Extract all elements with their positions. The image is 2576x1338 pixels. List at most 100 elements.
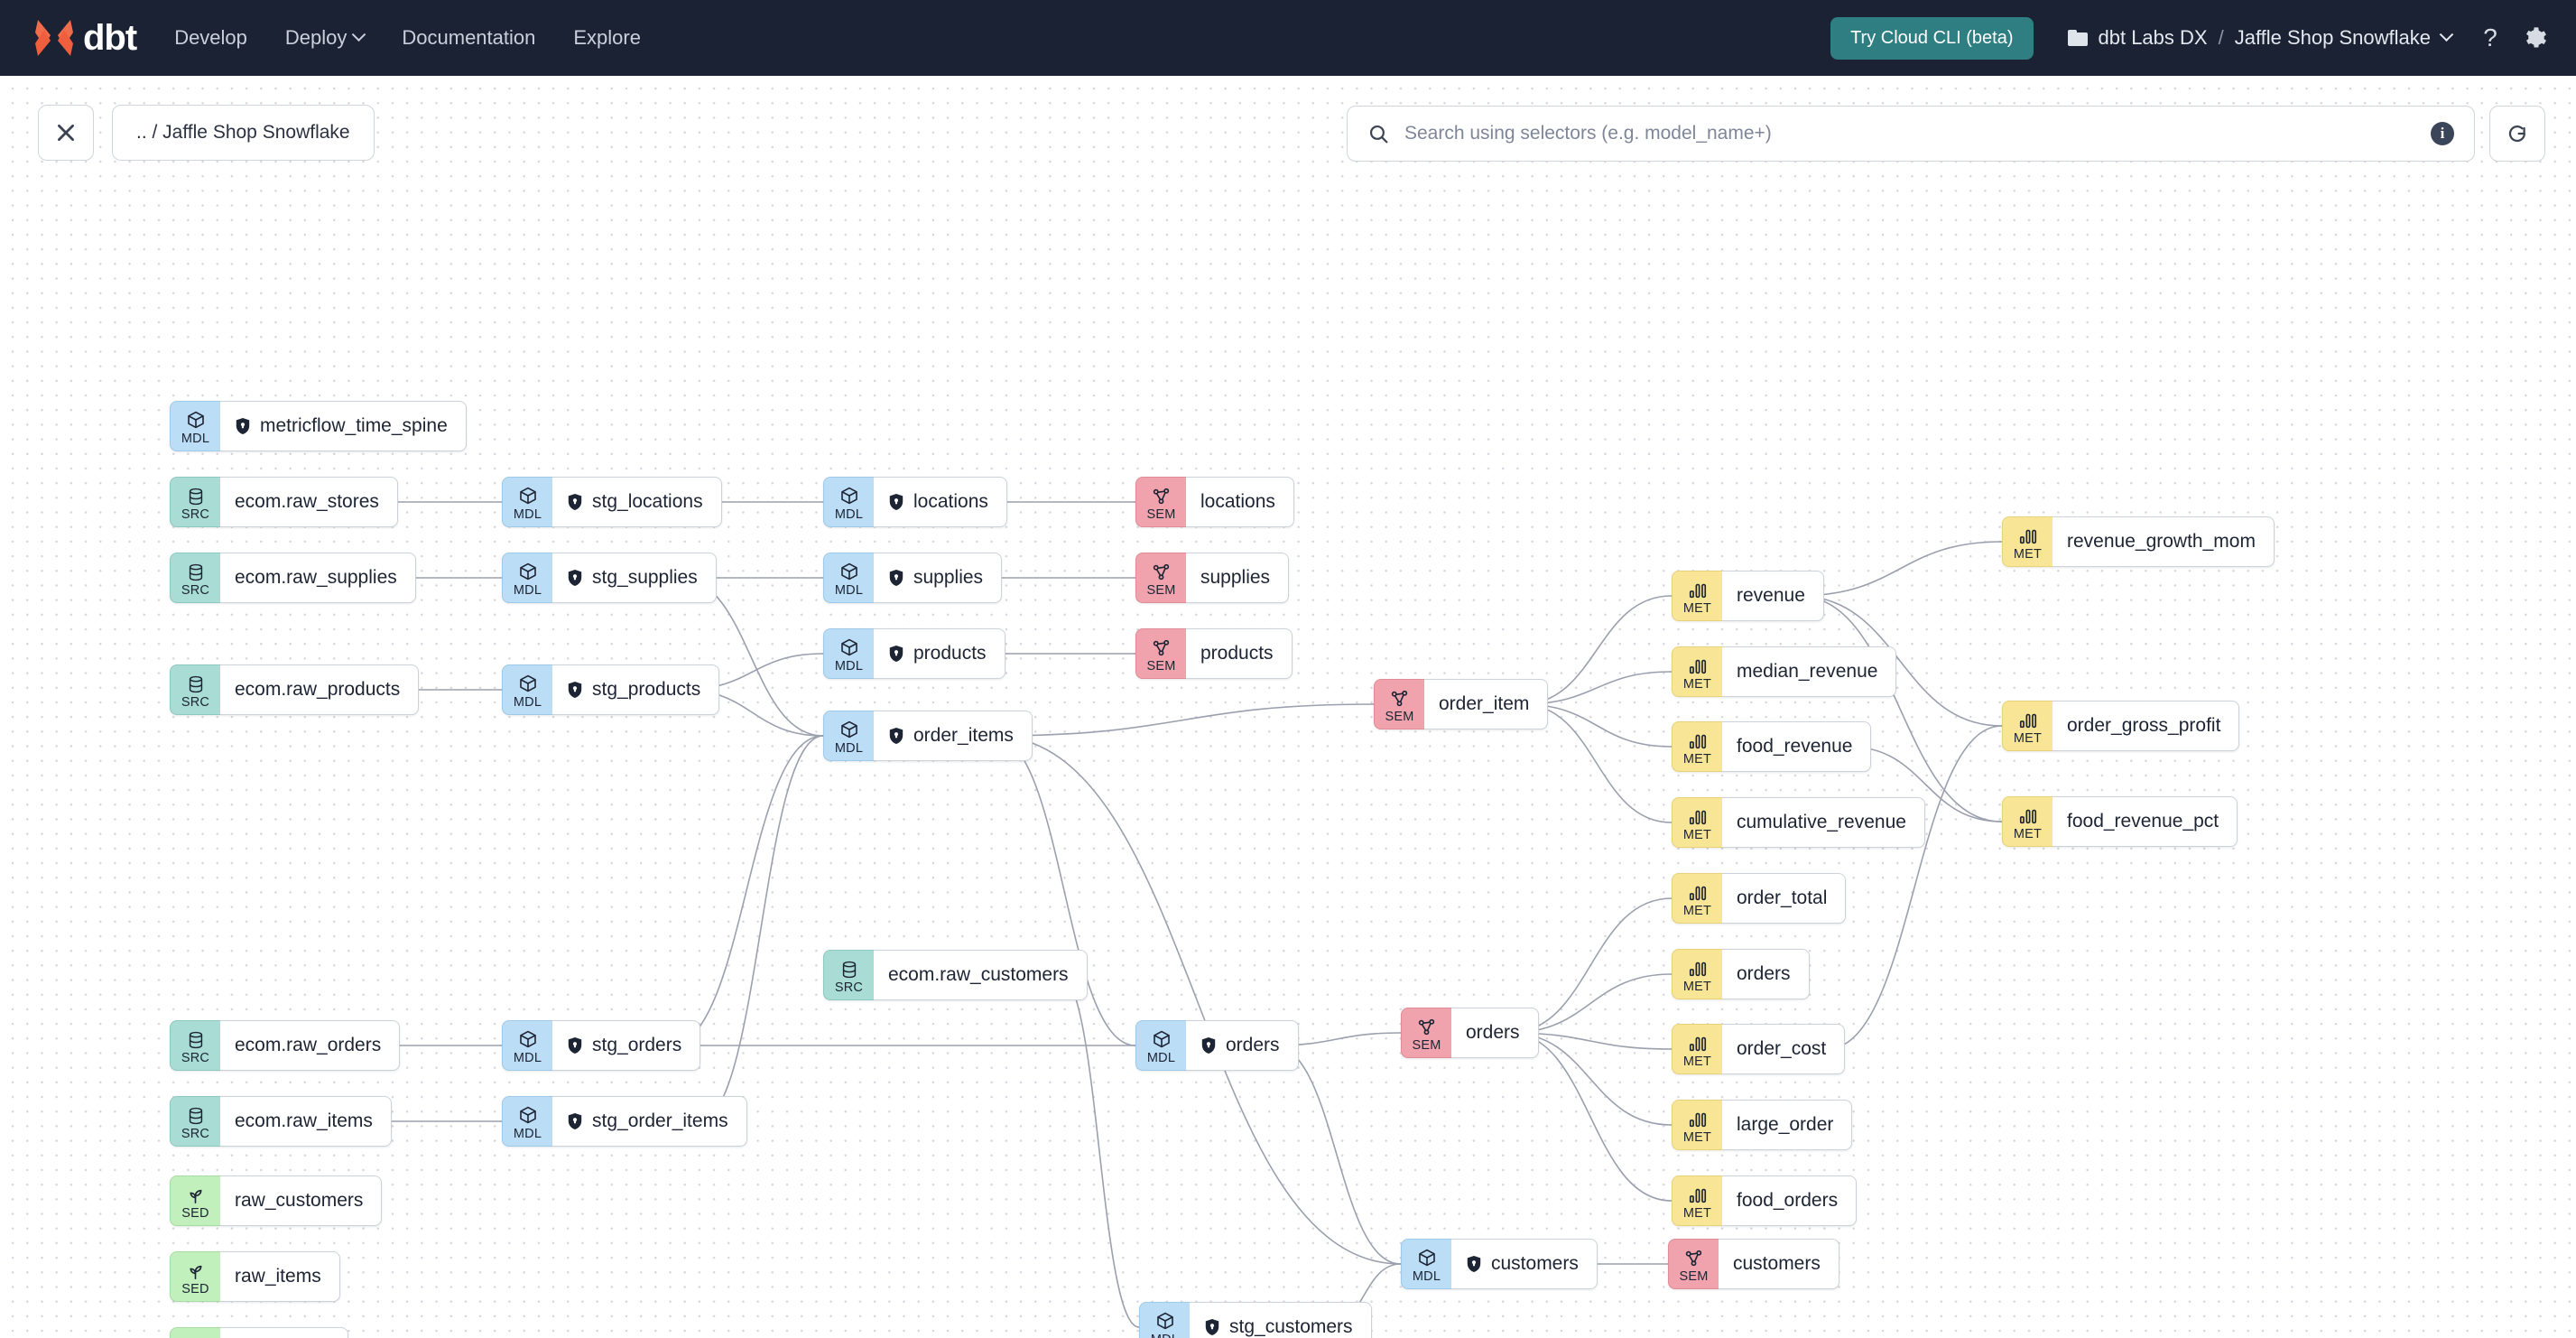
search-bar[interactable]: i [1347, 106, 2475, 162]
graph-node-body[interactable]: orders [1451, 1008, 1539, 1058]
graph-node-body[interactable]: locations [874, 477, 1007, 527]
graph-node-body[interactable]: ecom.raw_supplies [220, 553, 416, 603]
graph-node-label: large_order [1737, 1114, 1834, 1135]
graph-node-body[interactable]: food_revenue_pct [2052, 796, 2238, 847]
search-input[interactable] [1403, 122, 2418, 145]
graph-node-body[interactable]: supplies [1186, 553, 1290, 603]
graph-node-body[interactable]: stg_orders [552, 1020, 701, 1071]
graph-node-body[interactable]: raw_customers [220, 1175, 383, 1226]
graph-node-body[interactable]: customers [1719, 1239, 1839, 1289]
dbt-logo[interactable]: dbt [32, 17, 137, 59]
graph-node-body[interactable]: ecom.raw_orders [220, 1020, 401, 1071]
graph-node-body[interactable]: products [874, 628, 1005, 679]
graph-node-body[interactable]: metricflow_time_spine [220, 401, 467, 451]
project-breadcrumb[interactable]: dbt Labs DX / Jaffle Shop Snowflake [2067, 26, 2454, 50]
breadcrumb[interactable]: .. / Jaffle Shop Snowflake [112, 105, 375, 161]
graph-node-body[interactable]: ecom.raw_customers [874, 950, 1088, 1000]
graph-node-body[interactable]: food_revenue [1722, 721, 1872, 772]
graph-node-body[interactable]: ecom.raw_products [220, 664, 420, 715]
close-icon[interactable] [38, 105, 94, 161]
graph-node-body[interactable]: cumulative_revenue [1722, 797, 1925, 848]
graph-node-body[interactable]: stg_order_items [552, 1096, 747, 1147]
graph-node-body[interactable]: ecom.raw_items [220, 1096, 392, 1147]
try-cloud-cli-button[interactable]: Try Cloud CLI (beta) [1830, 16, 2034, 60]
graph-node-body[interactable]: order_gross_profit [2052, 701, 2240, 751]
sem-type-badge: SEM [1401, 1008, 1451, 1058]
graph-node-body[interactable]: ecom.raw_stores [220, 477, 398, 527]
graph-node-body[interactable]: revenue [1722, 571, 1824, 621]
shield-icon [567, 569, 583, 587]
graph-node-body[interactable]: stg_locations [552, 477, 722, 527]
graph-node-body[interactable]: locations [1186, 477, 1294, 527]
graph-node-body[interactable]: orders [1186, 1020, 1299, 1071]
graph-node-body[interactable]: revenue_growth_mom [2052, 516, 2275, 567]
graph-node-body[interactable]: customers [1451, 1239, 1598, 1289]
graph-node-body[interactable]: order_item [1424, 679, 1549, 729]
info-icon[interactable]: i [2431, 122, 2454, 145]
graph-node-body[interactable]: order_total [1722, 873, 1847, 924]
graph-node-body[interactable]: orders [1722, 949, 1810, 999]
graph-node-body[interactable]: food_orders [1722, 1175, 1858, 1226]
nav-link-deploy[interactable]: Deploy [285, 26, 366, 50]
graph-node-body[interactable]: order_items [874, 711, 1033, 761]
nav-link-explore[interactable]: Explore [573, 26, 641, 50]
dbt-logo-text: dbt [83, 18, 137, 58]
graph-node-body[interactable]: stg_products [552, 664, 720, 715]
graph-node-body[interactable]: order_cost [1722, 1024, 1846, 1074]
nav-link-documentation[interactable]: Documentation [402, 26, 535, 50]
graph-node-body[interactable]: raw_orders [220, 1327, 349, 1338]
graph-node-body[interactable]: median_revenue [1722, 646, 1897, 697]
graph-node-body[interactable]: supplies [874, 553, 1003, 603]
graph-node-body[interactable]: stg_customers [1190, 1302, 1372, 1338]
gear-icon[interactable] [2522, 25, 2547, 51]
help-icon[interactable]: ? [2479, 24, 2502, 51]
graph-node-body[interactable]: stg_supplies [552, 553, 717, 603]
nav-link-develop[interactable]: Develop [174, 26, 247, 50]
graph-node-body[interactable]: large_order [1722, 1100, 1853, 1150]
graph-node-body[interactable]: raw_items [220, 1251, 340, 1302]
refresh-icon[interactable] [2489, 106, 2545, 162]
graph-node-body[interactable]: products [1186, 628, 1293, 679]
